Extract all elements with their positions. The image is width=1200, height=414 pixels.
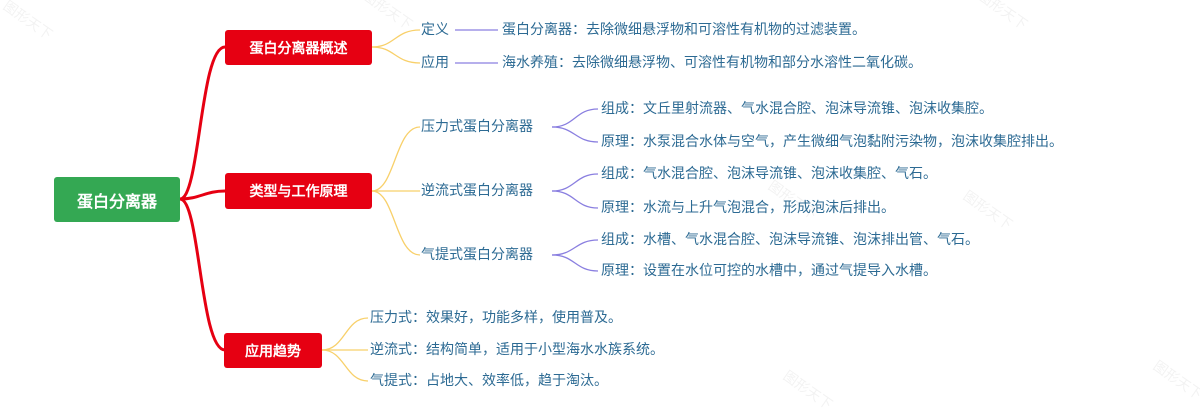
type-counterflow[interactable]: 逆流式蛋白分离器 xyxy=(421,183,533,199)
branch-types[interactable]: 类型与工作原理 xyxy=(225,173,372,209)
topic-definition[interactable]: 定义 xyxy=(421,22,449,38)
branch-types-label: 类型与工作原理 xyxy=(249,184,348,200)
trend-pressure[interactable]: 压力式：效果好，功能多样，使用普及。 xyxy=(370,310,622,326)
topic-application[interactable]: 应用 xyxy=(421,55,449,71)
type-pressure-principle[interactable]: 原理：水泵混合水体与空气，产生微细气泡黏附污染物，泡沫收集腔排出。 xyxy=(601,134,1063,150)
type-airlift-principle[interactable]: 原理：设置在水位可控的水槽中，通过气提导入水槽。 xyxy=(601,263,937,279)
type-airlift-composition[interactable]: 组成：水槽、气水混合腔、泡沫导流锥、泡沫排出管、气石。 xyxy=(601,232,979,248)
root-label: 蛋白分离器 xyxy=(76,191,157,211)
topic-application-detail[interactable]: 海水养殖：去除微细悬浮物、可溶性有机物和部分水溶性二氧化碳。 xyxy=(502,55,922,71)
branch-overview[interactable]: 蛋白分离器概述 xyxy=(225,30,372,65)
type-pressure[interactable]: 压力式蛋白分离器 xyxy=(421,119,533,135)
branch-overview-label: 蛋白分离器概述 xyxy=(249,40,348,57)
type-pressure-composition[interactable]: 组成：文丘里射流器、气水混合腔、泡沫导流锥、泡沫收集腔。 xyxy=(601,101,993,117)
branch-trends[interactable]: 应用趋势 xyxy=(224,333,322,368)
topic-definition-detail[interactable]: 蛋白分离器：去除微细悬浮物和可溶性有机物的过滤装置。 xyxy=(502,22,866,38)
type-airlift[interactable]: 气提式蛋白分离器 xyxy=(421,247,533,263)
trend-counterflow[interactable]: 逆流式：结构简单，适用于小型海水水族系统。 xyxy=(370,342,664,358)
type-counterflow-principle[interactable]: 原理：水流与上升气泡混合，形成泡沫后排出。 xyxy=(601,200,895,216)
type-counterflow-composition[interactable]: 组成：气水混合腔、泡沫导流锥、泡沫收集腔、气石。 xyxy=(601,166,937,182)
root-node[interactable]: 蛋白分离器 xyxy=(54,177,180,222)
trend-airlift[interactable]: 气提式：占地大、效率低，趋于淘汰。 xyxy=(370,373,608,389)
branch-trends-label: 应用趋势 xyxy=(245,343,301,360)
